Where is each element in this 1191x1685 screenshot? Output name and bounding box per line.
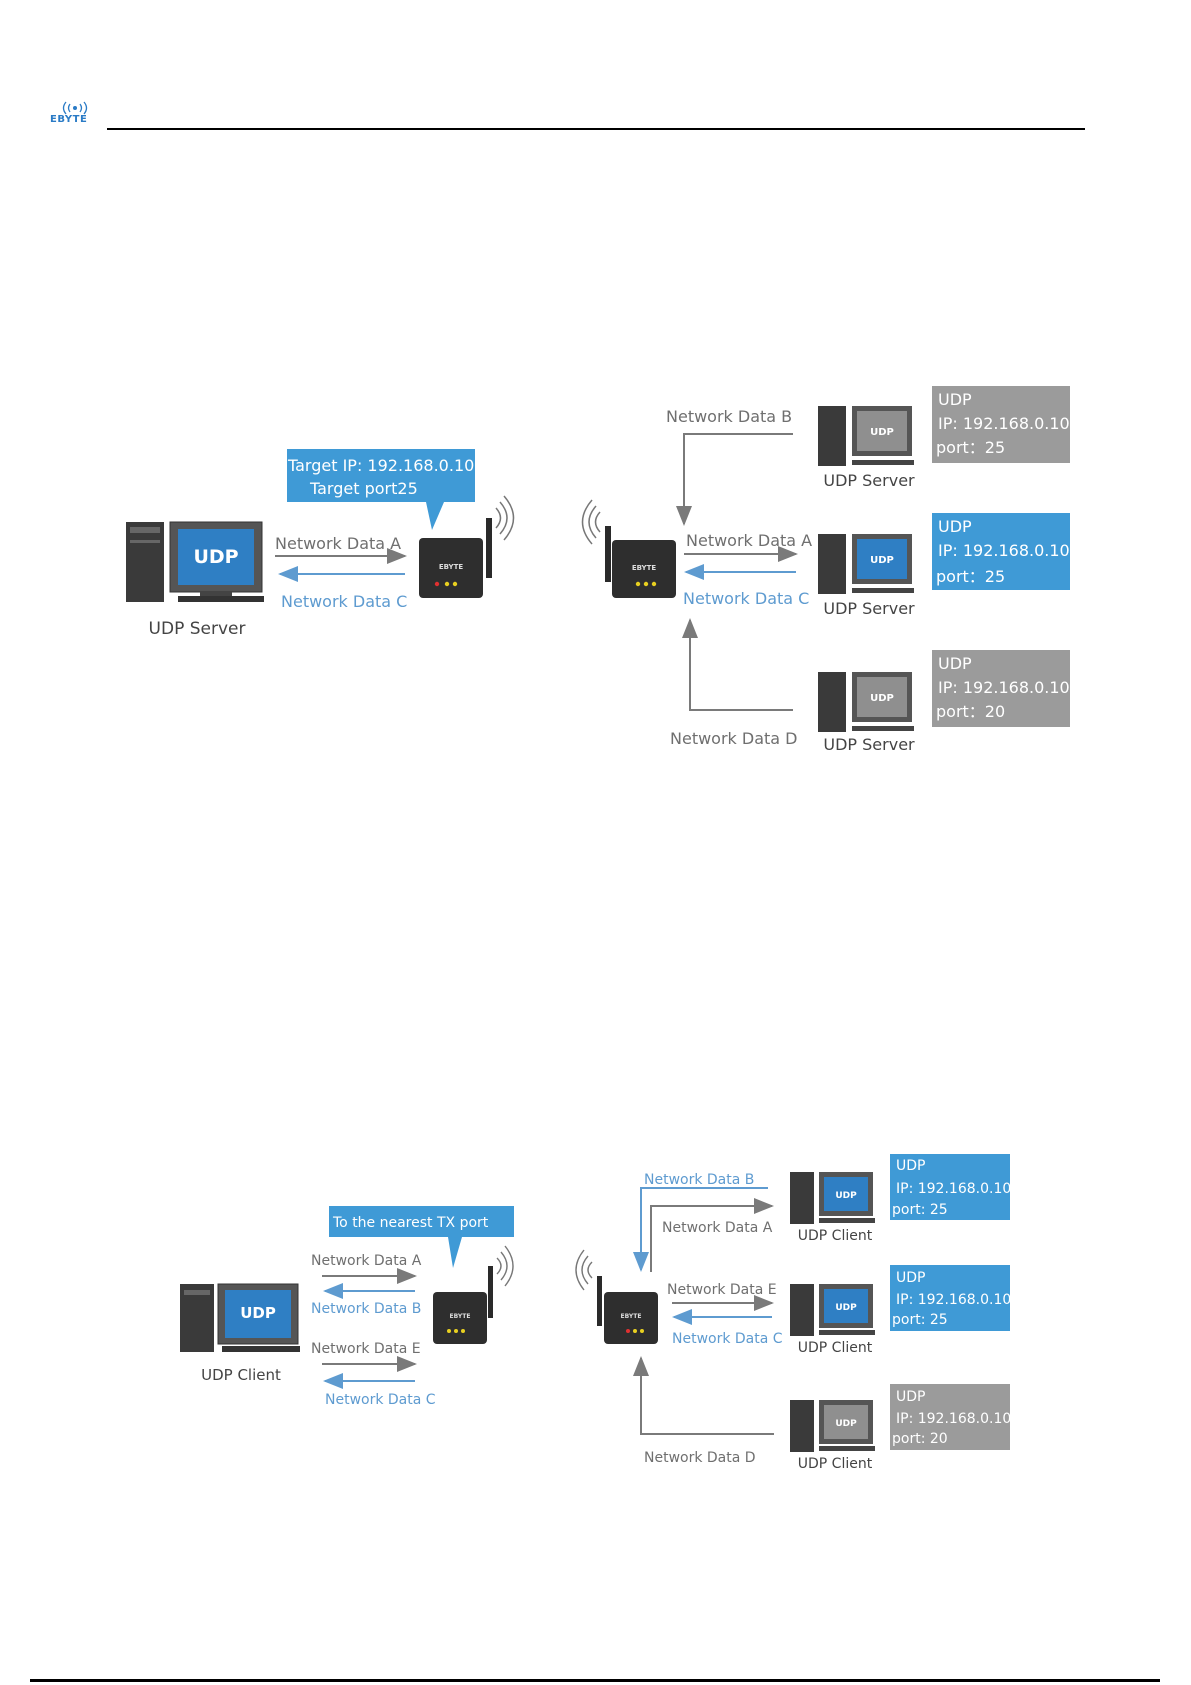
monitor-text: UDP bbox=[193, 546, 238, 568]
wireless-signal-icon bbox=[62, 101, 88, 115]
info-title: UDP bbox=[938, 517, 972, 536]
label-network-data-d: Network Data D bbox=[670, 729, 798, 748]
arrow-network-data-b bbox=[676, 433, 793, 526]
info-port: port: 25 bbox=[892, 1202, 948, 1218]
client-label: UDP Client bbox=[798, 1228, 873, 1244]
left-udp-client-pc: UDP bbox=[180, 1283, 300, 1352]
client-info-box bbox=[890, 1154, 1010, 1220]
footer-rule bbox=[30, 1679, 1160, 1682]
monitor-text: UDP bbox=[240, 1304, 276, 1322]
label-network-data-a: Network Data A bbox=[311, 1253, 422, 1269]
server-info-box bbox=[932, 650, 1070, 727]
label-network-data-c: Network Data C bbox=[281, 592, 407, 611]
label-network-data-a-right: Network Data A bbox=[686, 531, 812, 550]
info-ip: IP: 192.168.0.100 bbox=[896, 1181, 1020, 1197]
device-logo: EBYTE bbox=[621, 1313, 642, 1320]
client-info-box bbox=[890, 1265, 1010, 1331]
dtu-device-bottom-left: EBYTE bbox=[433, 1245, 514, 1344]
info-port: port：20 bbox=[936, 702, 1005, 721]
info-ip: IP: 192.168.0.100 bbox=[938, 414, 1080, 433]
info-title: UDP bbox=[896, 1270, 925, 1286]
info-title: UDP bbox=[896, 1389, 925, 1405]
dtu-device-left: EBYTE bbox=[419, 495, 515, 598]
label-network-data-b-right: Network Data B bbox=[644, 1172, 754, 1188]
left-client-label: UDP Client bbox=[201, 1366, 281, 1384]
client-3: UDP UDP Client UDP IP: 192.168.0.102 por… bbox=[790, 1384, 1020, 1472]
arrow-network-data-b-right bbox=[633, 1187, 768, 1272]
dtu-device-bottom-right: EBYTE bbox=[575, 1249, 658, 1344]
client-2: UDP UDP Client UDP IP: 192.168.0.102 por… bbox=[790, 1265, 1020, 1356]
server-1: UDP UDP Server UDP IP: 192.168.0.100 por… bbox=[818, 386, 1080, 490]
monitor-text: UDP bbox=[835, 1419, 857, 1429]
logo-text: EBYTE bbox=[50, 114, 88, 125]
left-server-label: UDP Server bbox=[149, 619, 246, 639]
server-info-box bbox=[932, 386, 1070, 463]
info-title: UDP bbox=[938, 390, 972, 409]
wifi-waves-icon bbox=[581, 499, 601, 545]
device-logo: EBYTE bbox=[450, 1313, 471, 1320]
info-ip: IP: 192.168.0.102 bbox=[938, 541, 1080, 560]
client-label: UDP Client bbox=[798, 1340, 873, 1356]
ebyte-logo: EBYTE bbox=[50, 100, 100, 130]
label-network-data-e-right: Network Data E bbox=[667, 1282, 777, 1298]
client-info-box bbox=[890, 1384, 1010, 1450]
label-network-data-b: Network Data B bbox=[666, 407, 792, 426]
label-network-data-a-right: Network Data A bbox=[662, 1220, 773, 1236]
label-network-data-d-right: Network Data D bbox=[644, 1450, 756, 1466]
label-network-data-e: Network Data E bbox=[311, 1341, 421, 1357]
info-port: port: 20 bbox=[892, 1431, 948, 1447]
device-logo: EBYTE bbox=[439, 563, 464, 571]
server-label: UDP Server bbox=[823, 599, 915, 618]
callout-line1: Target IP: 192.168.0.102 bbox=[287, 456, 484, 475]
client-1: UDP UDP Client UDP IP: 192.168.0.100 por… bbox=[790, 1154, 1020, 1244]
wifi-waves-icon bbox=[575, 1249, 593, 1291]
target-callout: Target IP: 192.168.0.102 Target port25 bbox=[287, 449, 484, 530]
monitor-text: UDP bbox=[870, 693, 894, 704]
client-label: UDP Client bbox=[798, 1456, 873, 1472]
wifi-waves-icon bbox=[495, 495, 515, 541]
header-rule bbox=[107, 128, 1085, 130]
callout-text: To the nearest TX port bbox=[332, 1215, 489, 1231]
info-port: port: 25 bbox=[892, 1312, 948, 1328]
monitor-text: UDP bbox=[870, 555, 894, 566]
info-ip: IP: 192.168.0.102 bbox=[896, 1411, 1020, 1427]
label-network-data-c-right: Network Data C bbox=[683, 589, 809, 608]
monitor-text: UDP bbox=[870, 427, 894, 438]
nearest-tx-callout: To the nearest TX port bbox=[329, 1206, 514, 1268]
info-ip: IP: 192.168.0.102 bbox=[896, 1292, 1020, 1308]
info-port: port：25 bbox=[936, 567, 1005, 586]
server-3: UDP UDP Server UDP IP: 192.168.0.102 por… bbox=[818, 650, 1080, 754]
server-label: UDP Server bbox=[823, 471, 915, 490]
monitor-text: UDP bbox=[835, 1191, 857, 1201]
monitor-text: UDP bbox=[835, 1303, 857, 1313]
label-network-data-a: Network Data A bbox=[275, 534, 401, 553]
dtu-device-right: EBYTE bbox=[581, 499, 676, 598]
callout-line2: Target port25 bbox=[309, 479, 418, 498]
device-logo: EBYTE bbox=[632, 564, 657, 572]
info-title: UDP bbox=[938, 654, 972, 673]
label-network-data-b: Network Data B bbox=[311, 1301, 421, 1317]
server-label: UDP Server bbox=[823, 735, 915, 754]
info-ip: IP: 192.168.0.102 bbox=[938, 678, 1080, 697]
arrow-network-data-d-right bbox=[633, 1356, 774, 1435]
info-port: port：25 bbox=[936, 438, 1005, 457]
server-2: UDP UDP Server UDP IP: 192.168.0.102 por… bbox=[818, 513, 1080, 618]
left-udp-server-pc: UDP bbox=[126, 521, 264, 602]
label-network-data-c: Network Data C bbox=[325, 1392, 436, 1408]
info-title: UDP bbox=[896, 1158, 925, 1174]
label-network-data-c-right: Network Data C bbox=[672, 1331, 783, 1347]
arrow-network-data-d bbox=[682, 618, 793, 711]
server-info-box bbox=[932, 513, 1070, 590]
arrow-network-data-a-right bbox=[650, 1198, 774, 1272]
wifi-waves-icon bbox=[496, 1245, 514, 1287]
